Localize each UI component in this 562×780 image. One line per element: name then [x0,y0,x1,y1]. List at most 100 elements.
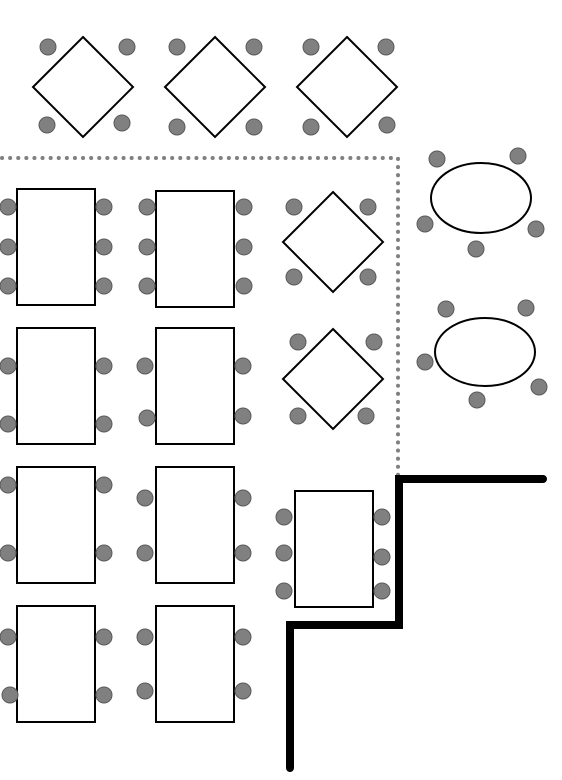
seat[interactable] [359,198,377,216]
rectangle-table[interactable] [16,188,96,306]
seat[interactable] [289,407,307,425]
seat[interactable] [359,268,377,286]
seat[interactable] [95,476,113,494]
seat[interactable] [95,357,113,375]
seat[interactable] [467,240,485,258]
seat[interactable] [95,544,113,562]
seat[interactable] [95,238,113,256]
oval-table[interactable] [430,162,532,234]
seat[interactable] [168,118,186,136]
seat[interactable] [235,277,253,295]
seat[interactable] [378,116,396,134]
seat[interactable] [373,548,391,566]
seat[interactable] [0,277,17,295]
seat[interactable] [437,300,455,318]
seat[interactable] [38,116,56,134]
seat[interactable] [113,114,131,132]
seat[interactable] [527,220,545,238]
seat[interactable] [530,378,548,396]
seat[interactable] [275,508,293,526]
diamond-table-group [31,35,136,139]
seat[interactable] [373,508,391,526]
seat[interactable] [275,582,293,600]
seat[interactable] [517,299,535,317]
seat[interactable] [289,333,307,351]
seat[interactable] [509,147,527,165]
rectangle-table-group [275,490,391,608]
seat[interactable] [0,415,17,433]
wall-outline [286,475,547,772]
seat[interactable] [138,409,156,427]
diamond-table-group [295,35,399,139]
seat[interactable] [234,682,252,700]
seat[interactable] [275,544,293,562]
seat[interactable] [138,198,156,216]
seat[interactable] [0,238,17,256]
seat[interactable] [118,38,136,56]
rectangle-table[interactable] [155,605,235,723]
seat[interactable] [373,582,391,600]
rectangle-table-group [136,605,252,723]
seat[interactable] [0,198,17,216]
seat[interactable] [468,391,486,409]
seat[interactable] [234,489,252,507]
diamond-table[interactable] [281,190,385,294]
seat[interactable] [302,38,320,56]
seat[interactable] [235,238,253,256]
oval-table[interactable] [434,317,536,387]
rectangle-table[interactable] [294,490,374,608]
oval-table-group [416,299,548,409]
seat[interactable] [95,415,113,433]
oval-table-group [416,147,545,258]
seat[interactable] [285,268,303,286]
seat[interactable] [0,476,17,494]
diamond-table[interactable] [163,35,267,139]
seat[interactable] [0,628,17,646]
seat[interactable] [416,353,434,371]
seat[interactable] [285,198,303,216]
seat[interactable] [234,628,252,646]
seat[interactable] [95,628,113,646]
seat[interactable] [377,38,395,56]
seat[interactable] [95,686,113,704]
rectangle-table[interactable] [155,466,235,584]
seat[interactable] [234,407,252,425]
seat[interactable] [136,544,154,562]
seat[interactable] [138,277,156,295]
rectangle-table[interactable] [155,327,235,445]
rectangle-table-group [0,466,113,584]
seat[interactable] [428,150,446,168]
seat[interactable] [168,38,186,56]
diamond-table-group [281,327,385,431]
seat[interactable] [39,38,57,56]
rectangle-table-group [136,327,252,445]
rectangle-table[interactable] [155,190,235,308]
seat[interactable] [136,682,154,700]
rectangle-table-group [136,466,252,584]
seat[interactable] [245,38,263,56]
seat[interactable] [235,198,253,216]
seat[interactable] [138,238,156,256]
seat[interactable] [0,544,17,562]
diamond-table[interactable] [31,35,135,139]
rectangle-table[interactable] [16,605,96,723]
diamond-table[interactable] [295,35,399,139]
rectangle-table[interactable] [16,466,96,584]
dotted-zone-boundary [0,156,400,480]
seat[interactable] [245,118,263,136]
seat[interactable] [365,333,383,351]
seat[interactable] [234,357,252,375]
seat[interactable] [416,215,434,233]
diamond-table[interactable] [281,327,385,431]
seat[interactable] [0,357,17,375]
seat[interactable] [95,277,113,295]
seat[interactable] [95,198,113,216]
seat[interactable] [136,357,154,375]
seat[interactable] [302,118,320,136]
seat[interactable] [357,407,375,425]
rectangle-table[interactable] [16,327,96,445]
seat[interactable] [136,628,154,646]
seat[interactable] [136,489,154,507]
seat[interactable] [234,544,252,562]
seat[interactable] [1,686,19,704]
